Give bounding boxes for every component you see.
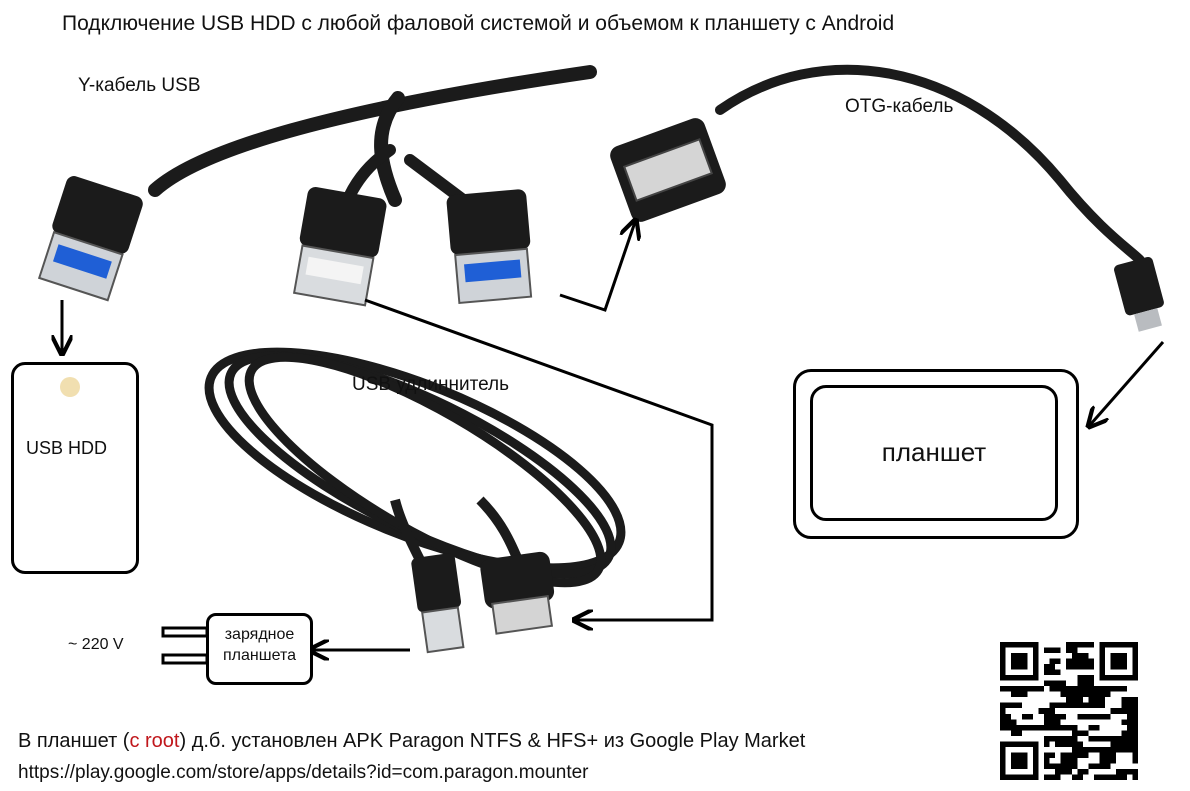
- charger-label-line2: планшета: [223, 647, 296, 664]
- diagram-title: Подключение USB HDD с любой фаловой сист…: [62, 12, 895, 35]
- footer-middle: ) д.б. установлен APK Paragon NTFS & HFS…: [179, 730, 806, 752]
- arrow-ycable-to-extender: [364, 298, 714, 620]
- otg-cable-icon: [610, 64, 1164, 332]
- charger-box: зарядное планшета: [206, 613, 313, 685]
- tablet-box: планшет: [793, 369, 1079, 539]
- tablet-screen: планшет: [810, 385, 1058, 521]
- arrow-otg-to-tablet: [1090, 341, 1165, 425]
- footer-prefix: В планшет (: [18, 730, 130, 752]
- otg-cable-label: OTG-кабель: [845, 96, 954, 117]
- footer-note: В планшет (с root) д.б. установлен APK P…: [18, 730, 805, 753]
- arrow-ycable-to-otg: [559, 222, 635, 312]
- play-store-url[interactable]: https://play.google.com/store/apps/detai…: [18, 762, 589, 783]
- y-cable-icon: [37, 65, 597, 307]
- usb-hdd-label: USB HDD: [26, 438, 108, 458]
- charger-label-line1: зарядное: [224, 626, 295, 643]
- charger-plug-icon: [161, 626, 209, 665]
- usb-hdd-box: USB HDD: [11, 362, 139, 574]
- root-note: с root: [129, 730, 180, 752]
- y-cable-label: Y-кабель USB: [78, 75, 201, 96]
- qr-code-icon: [1000, 642, 1138, 780]
- usb-extension-cable-icon: [204, 347, 626, 654]
- usb-extender-label: USB удлиннитель: [352, 374, 510, 395]
- voltage-label: ~ 220 V: [68, 636, 124, 653]
- connection-arrows: [62, 222, 1165, 650]
- tablet-label: планшет: [881, 437, 987, 467]
- hdd-led-icon: [60, 377, 80, 397]
